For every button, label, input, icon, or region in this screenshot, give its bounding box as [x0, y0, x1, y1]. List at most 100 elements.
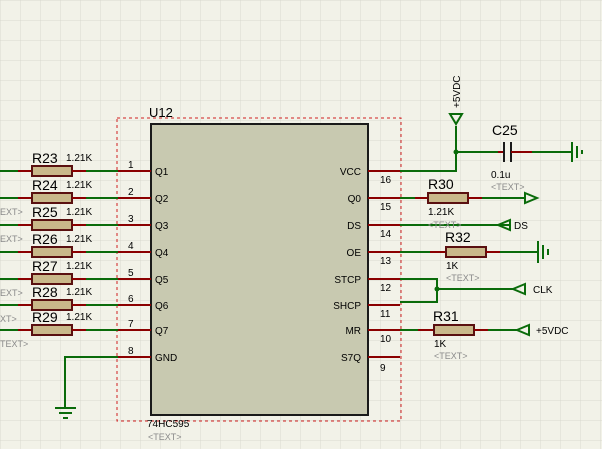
- clk-terminal[interactable]: [510, 282, 526, 296]
- left-pin-number: 2: [128, 187, 134, 198]
- left-pin-name: Q6: [155, 301, 169, 312]
- right-pin-number: 12: [380, 283, 392, 294]
- selection-box: [116, 117, 402, 422]
- right-pin-name: VCC: [340, 167, 361, 178]
- right-pin-number: 11: [380, 309, 391, 320]
- right-pin-number: 16: [380, 175, 392, 186]
- resistor-ref: R26: [32, 231, 58, 247]
- right-pin-number: 10: [380, 334, 392, 345]
- left-pin-name: Q4: [155, 248, 169, 259]
- mr-power-terminal[interactable]: [514, 323, 530, 337]
- c25-placeholder: <TEXT>: [491, 182, 525, 192]
- r30-ref: R30: [428, 176, 454, 192]
- resistor-r29[interactable]: R29 1.21K TEXT>: [0, 309, 118, 349]
- right-pin-name: Q0: [348, 194, 362, 205]
- resistor-r25[interactable]: R25 1.21K EXT>: [0, 204, 118, 244]
- right-pin-number: 9: [380, 363, 386, 374]
- capacitor-c25[interactable]: C25 0.1u <TEXT>: [491, 122, 532, 192]
- right-pin-number: 15: [380, 202, 392, 213]
- c25-ref: C25: [492, 122, 518, 138]
- resistor-value: 1.21K: [66, 234, 92, 245]
- resistor-r31[interactable]: R31 1K <TEXT>: [418, 308, 488, 361]
- r31-placeholder: <TEXT>: [434, 351, 468, 361]
- chip-u12[interactable]: U12 74HC595 <TEXT> 1Q12Q23Q34Q45Q56Q67Q7…: [116, 105, 402, 442]
- left-pin-number: 1: [128, 160, 134, 171]
- resistor-body[interactable]: [31, 324, 73, 336]
- ds-terminal[interactable]: [495, 218, 511, 232]
- resistor-value: 1.21K: [66, 153, 92, 164]
- ground-symbol-r32[interactable]: [537, 241, 549, 263]
- left-pin-number: 7: [128, 319, 134, 330]
- resistor-body[interactable]: [31, 192, 73, 204]
- resistor-ref: R24: [32, 177, 58, 193]
- left-pin-name: Q2: [155, 194, 169, 205]
- clk-label: CLK: [533, 285, 553, 296]
- ground-symbol-right-c25[interactable]: [571, 142, 583, 162]
- left-pin-name: Q5: [155, 275, 169, 286]
- mr-power-label: +5VDC: [536, 326, 569, 337]
- resistor-r27[interactable]: R27 1.21K EXT>: [0, 258, 118, 298]
- left-pin-number: 3: [128, 214, 134, 225]
- right-pin-name: OE: [347, 248, 362, 259]
- right-pin-number: 13: [380, 256, 392, 267]
- left-pin-name: Q3: [155, 221, 169, 232]
- c25-value: 0.1u: [491, 170, 510, 181]
- resistor-value: 1.21K: [66, 287, 92, 298]
- ds-label: DS: [514, 221, 528, 232]
- r30-value: 1.21K: [428, 207, 454, 218]
- r32-placeholder: <TEXT>: [446, 273, 480, 283]
- resistor-r23[interactable]: R23 1.21K: [0, 150, 118, 177]
- resistor-side-text: EXT>: [0, 288, 23, 298]
- left-pin-name: GND: [155, 353, 177, 364]
- junction-clk: [434, 286, 440, 292]
- chip-placeholder: <TEXT>: [148, 432, 182, 442]
- resistor-ref: R29: [32, 309, 58, 325]
- resistor-ref: R28: [32, 284, 58, 300]
- resistor-ref: R27: [32, 258, 58, 274]
- right-pin-number: 14: [380, 229, 392, 240]
- chip-body[interactable]: [150, 123, 369, 416]
- resistor-body[interactable]: [31, 246, 73, 258]
- resistor-side-text: EXT>: [0, 207, 23, 217]
- resistor-body[interactable]: [31, 165, 73, 177]
- resistor-side-text: EXT>: [0, 234, 23, 244]
- left-pin-number: 4: [128, 241, 134, 252]
- ground-symbol-left[interactable]: [55, 407, 76, 419]
- q0-output-terminal[interactable]: [524, 191, 540, 205]
- resistor-r24[interactable]: R24 1.21K EXT>: [0, 177, 118, 217]
- right-pin-name: SHCP: [333, 301, 361, 312]
- resistor-value: 1.21K: [66, 312, 92, 323]
- left-pin-name: Q7: [155, 326, 169, 337]
- left-pin-name: Q1: [155, 167, 169, 178]
- power-label-top: +5VDC: [452, 75, 463, 108]
- left-pin-number: 8: [128, 346, 134, 357]
- resistor-r30[interactable]: R30 1.21K: [415, 176, 482, 218]
- resistor-value: 1.21K: [66, 180, 92, 191]
- left-pin-number: 6: [128, 294, 134, 305]
- resistor-r26[interactable]: R26 1.21K: [0, 231, 118, 258]
- power-terminal-top[interactable]: +5VDC: [448, 75, 464, 126]
- r30-placeholder: <TEXT>: [428, 220, 462, 230]
- right-pin-name: DS: [347, 221, 361, 232]
- resistor-side-text: TEXT>: [0, 339, 28, 349]
- r31-value: 1K: [434, 339, 447, 350]
- junction-vcc: [453, 149, 459, 155]
- right-pin-name: S7Q: [341, 353, 361, 364]
- vcc-wire: [400, 126, 457, 172]
- resistor-r32[interactable]: R32 1K <TEXT>: [430, 229, 500, 283]
- resistor-r28[interactable]: R28 1.21K XT>: [0, 284, 118, 324]
- r32-value: 1K: [446, 261, 459, 272]
- left-resistor-bank: R23 1.21K R24 1.21K EXT> R25 1.21K EXT> R26 1.21K…: [0, 150, 118, 349]
- left-pin-number: 5: [128, 268, 134, 279]
- resistor-value: 1.21K: [66, 207, 92, 218]
- resistor-side-text: XT>: [0, 314, 17, 324]
- resistor-ref: R25: [32, 204, 58, 220]
- r32-ref: R32: [445, 229, 471, 245]
- chip-ref: U12: [149, 105, 173, 120]
- resistor-body[interactable]: [31, 219, 73, 231]
- resistor-ref: R23: [32, 150, 58, 166]
- right-pin-name: MR: [345, 326, 361, 337]
- resistor-body[interactable]: [31, 273, 73, 285]
